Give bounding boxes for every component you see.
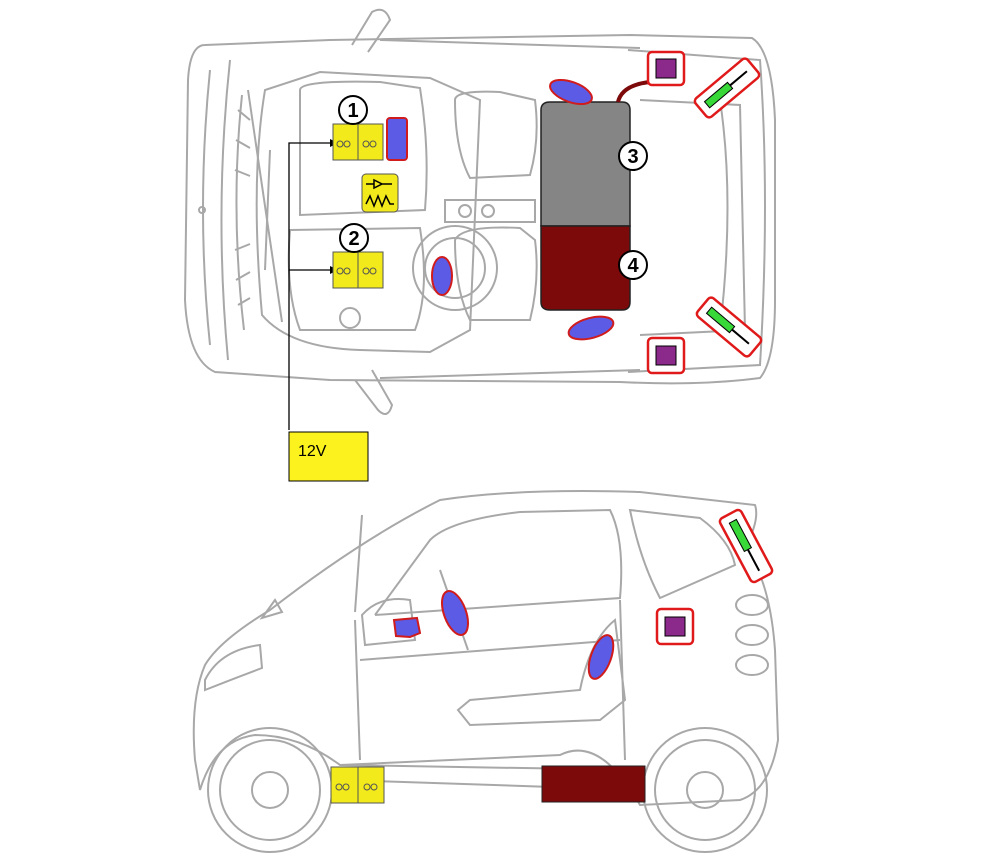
connector-lines	[288, 142, 330, 430]
crash-sensor-icon	[646, 336, 686, 375]
callout-4: 4	[618, 250, 648, 280]
callout-2-label: 2	[348, 228, 359, 250]
callout-1: 1	[338, 95, 368, 125]
airbag-icon	[587, 634, 615, 680]
airbag-icon	[441, 590, 469, 636]
gas-strut-icon	[718, 508, 774, 584]
airbag-icon	[392, 616, 422, 639]
fuse-resistor-icon	[361, 173, 399, 213]
battery-icon	[332, 251, 384, 289]
airbag-icon	[549, 78, 593, 106]
crash-sensor-icon	[655, 607, 695, 646]
top-view-car	[183, 8, 776, 415]
high-voltage-cable	[616, 80, 651, 103]
callout-1-label: 1	[347, 100, 358, 122]
high-voltage-battery-icon	[540, 101, 631, 311]
voltage-label: 12V	[298, 443, 327, 460]
high-voltage-battery-icon	[541, 765, 646, 803]
airbag-icon	[567, 315, 615, 341]
battery-icon	[332, 123, 384, 161]
callout-3: 3	[618, 141, 648, 171]
airbag-control-unit	[386, 117, 408, 161]
gas-strut-icon	[695, 296, 763, 358]
gas-strut-icon	[693, 57, 761, 119]
callout-3-label: 3	[627, 146, 638, 168]
side-view-car	[192, 490, 780, 853]
crash-sensor-icon	[646, 50, 686, 87]
callout-4-label: 4	[627, 255, 639, 277]
callout-2: 2	[339, 223, 369, 253]
voltage-label-box: 12V	[288, 431, 369, 482]
airbag-icon	[431, 256, 453, 296]
battery-icon	[330, 766, 385, 804]
